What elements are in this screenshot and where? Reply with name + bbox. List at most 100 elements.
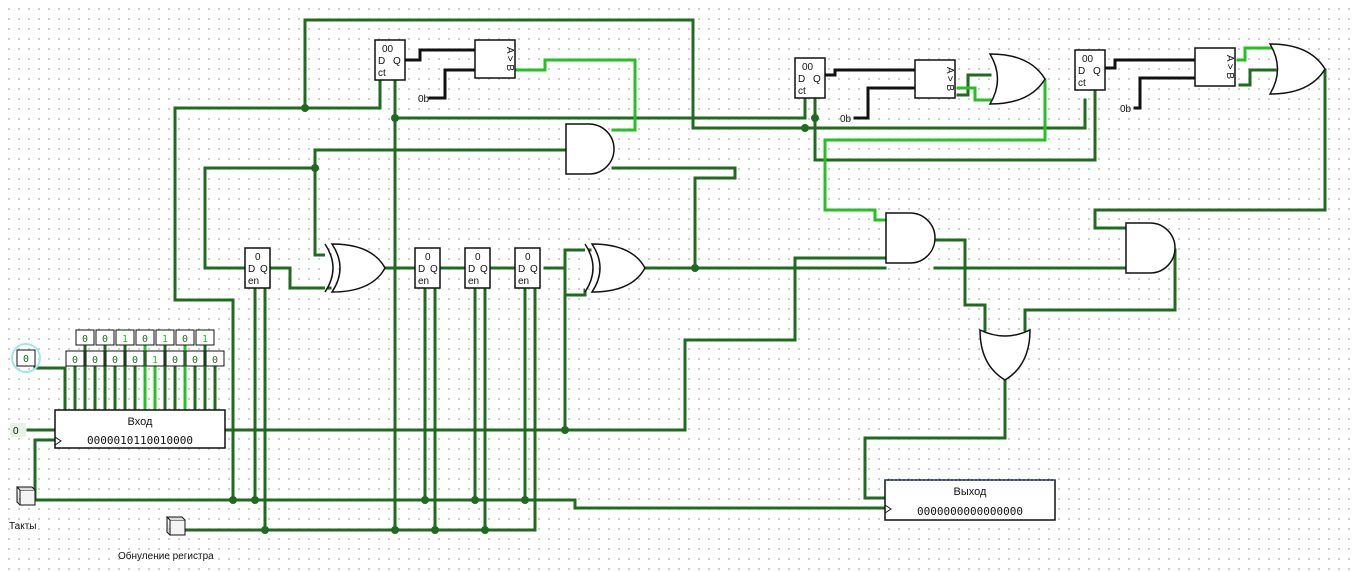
output-register-title: Выход bbox=[954, 486, 987, 498]
reset-pin-value: 0 bbox=[23, 354, 29, 365]
switch-value: 0 bbox=[172, 355, 178, 366]
or-gate-2[interactable] bbox=[1268, 43, 1326, 95]
clock-input-pin[interactable]: 0 bbox=[10, 423, 26, 437]
switch-value: 0 bbox=[192, 355, 198, 366]
counter-value: 00 bbox=[802, 62, 814, 73]
switch-bottom-3[interactable]: 0 bbox=[105, 350, 125, 367]
switch-value: 0 bbox=[142, 334, 148, 345]
and-gate-1[interactable] bbox=[565, 123, 615, 175]
flipflop-en-label: en bbox=[418, 276, 429, 287]
switch-top-5[interactable]: 1 bbox=[155, 329, 175, 346]
reset-button-label: Обнуление регистра bbox=[118, 550, 214, 562]
switch-bottom-1[interactable]: 0 bbox=[65, 350, 85, 367]
counter-3[interactable]: 00 D Q ct bbox=[1074, 49, 1106, 91]
counter-1[interactable]: 00 D Q ct bbox=[374, 39, 406, 81]
flipflop-d-label: D bbox=[248, 264, 255, 275]
switch-value: 1 bbox=[162, 334, 168, 345]
wire-junctions bbox=[229, 104, 819, 534]
switch-value: 1 bbox=[122, 334, 128, 345]
switch-bottom-5[interactable]: 1 bbox=[145, 350, 165, 367]
counter-ct-label: ct bbox=[1078, 78, 1086, 89]
switch-value: 1 bbox=[202, 334, 208, 345]
switch-top-1[interactable]: 0 bbox=[75, 329, 95, 346]
flipflop-d-label: D bbox=[418, 264, 425, 275]
switch-top-4[interactable]: 0 bbox=[135, 329, 155, 346]
clock-input-value: 0 bbox=[13, 426, 19, 437]
switch-bottom-8[interactable]: 0 bbox=[205, 350, 225, 367]
flipflop-d-label: D bbox=[468, 264, 475, 275]
d-flipflop-3[interactable]: 0 D Q en bbox=[464, 247, 491, 289]
d-flipflop-2[interactable]: 0 D Q en bbox=[414, 247, 441, 289]
switch-value: 0 bbox=[102, 334, 108, 345]
switch-bottom-2[interactable]: 0 bbox=[85, 350, 105, 367]
flipflop-q-label: Q bbox=[430, 264, 438, 275]
switch-value: 0 bbox=[212, 355, 218, 366]
switch-bottom-6[interactable]: 0 bbox=[165, 350, 185, 367]
switch-value: 0 bbox=[92, 355, 98, 366]
switch-value: 0 bbox=[182, 334, 188, 345]
flipflop-en-label: en bbox=[468, 276, 479, 287]
or-gate-3[interactable] bbox=[979, 328, 1031, 381]
flipflop-q-label: Q bbox=[260, 264, 268, 275]
switch-value: 0 bbox=[82, 334, 88, 345]
counter-ct-label: ct bbox=[798, 86, 806, 97]
comparator-1[interactable]: A > B bbox=[474, 39, 516, 79]
constant-3: 0b bbox=[1120, 104, 1132, 115]
switch-top-3[interactable]: 1 bbox=[115, 329, 135, 346]
comparator-label: A > B bbox=[1224, 55, 1235, 80]
switch-value: 0 bbox=[132, 355, 138, 366]
switch-bottom-7[interactable]: 0 bbox=[185, 350, 205, 367]
flipflop-state: 0 bbox=[255, 252, 261, 263]
output-register-value: 0000000000000000 bbox=[917, 505, 1023, 518]
and-gate-2[interactable] bbox=[885, 212, 936, 264]
switch-value: 1 bbox=[152, 355, 158, 366]
reset-button[interactable] bbox=[165, 516, 186, 536]
counter-ct-label: ct bbox=[378, 68, 386, 79]
switch-bottom-4[interactable]: 0 bbox=[125, 350, 145, 367]
xor-gate-1[interactable] bbox=[324, 243, 386, 293]
and-gate-3[interactable] bbox=[1125, 222, 1176, 274]
active-wire-network bbox=[143, 46, 1277, 410]
comparator-2[interactable]: A > B bbox=[914, 59, 956, 99]
counter-value: 00 bbox=[382, 44, 394, 55]
counter-q-label: Q bbox=[1093, 66, 1101, 77]
flipflop-q-label: Q bbox=[480, 264, 488, 275]
bus-wire-network bbox=[403, 48, 1197, 120]
switch-top-2[interactable]: 0 bbox=[95, 329, 115, 346]
d-flipflop-1[interactable]: 0 D Q en bbox=[244, 247, 271, 289]
counter-value: 00 bbox=[1082, 54, 1094, 65]
flipflop-state: 0 bbox=[475, 252, 481, 263]
switch-value: 0 bbox=[72, 355, 78, 366]
xor-gate-2[interactable] bbox=[584, 243, 646, 293]
flipflop-d-label: D bbox=[518, 264, 525, 275]
constant-2: 0b bbox=[840, 114, 852, 125]
clock-button[interactable] bbox=[15, 486, 36, 506]
or-gate-1[interactable] bbox=[988, 53, 1046, 105]
wire-network bbox=[26, 18, 1327, 532]
comparator-3[interactable]: A > B bbox=[1194, 47, 1236, 87]
switch-top-6[interactable]: 0 bbox=[175, 329, 195, 346]
clock-button-label: Такты bbox=[9, 521, 36, 532]
flipflop-en-label: en bbox=[518, 276, 529, 287]
flipflop-q-label: Q bbox=[530, 264, 538, 275]
flipflop-state: 0 bbox=[425, 252, 431, 263]
constant-1: 0b bbox=[418, 94, 430, 105]
flipflop-en-label: en bbox=[248, 276, 259, 287]
counter-d-label: D bbox=[798, 74, 805, 85]
input-register-title: Вход bbox=[128, 416, 153, 428]
input-register-value: 0000010110010000 bbox=[87, 434, 193, 447]
input-register[interactable]: Вход 0000010110010000 bbox=[54, 409, 226, 449]
d-flipflop-4[interactable]: 0 D Q en bbox=[514, 247, 541, 289]
switch-top-7[interactable]: 1 bbox=[195, 329, 215, 346]
comparator-label: A > B bbox=[504, 47, 515, 72]
output-register[interactable]: Выход 0000000000000000 bbox=[884, 479, 1056, 521]
comparator-label: A > B bbox=[944, 67, 955, 92]
counter-2[interactable]: 00 D Q ct bbox=[794, 57, 826, 99]
counter-d-label: D bbox=[1078, 66, 1085, 77]
switch-row-top: 0 0 1 0 1 0 1 bbox=[75, 329, 215, 346]
counter-q-label: Q bbox=[813, 74, 821, 85]
counter-d-label: D bbox=[378, 56, 385, 67]
reset-pin[interactable]: 0 bbox=[11, 343, 41, 373]
